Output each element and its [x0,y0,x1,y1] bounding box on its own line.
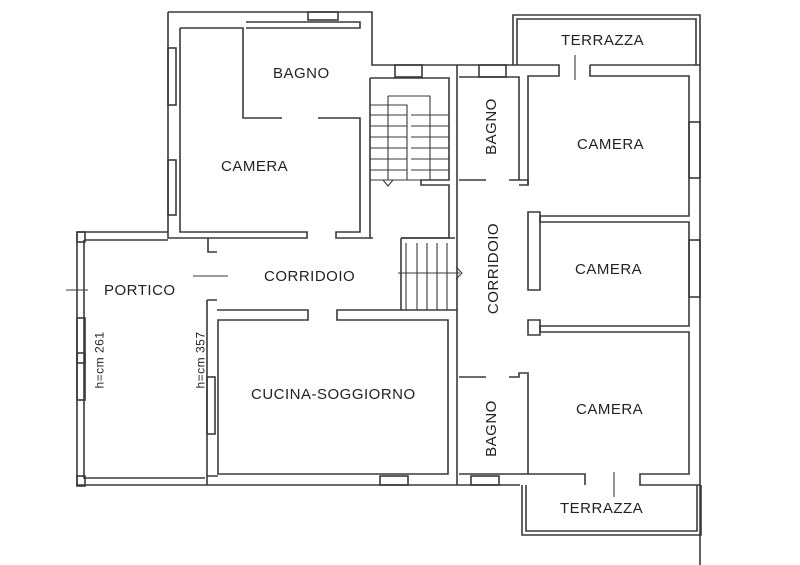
terrazza-bottom [521,485,702,536]
room-label-camera: CAMERA [576,401,644,418]
terrazza-top [512,14,701,65]
room-label-camera: CAMERA [577,136,645,153]
room-label-terrazza: TERRAZZA [561,32,645,49]
dimension-label-portico-height: h=cm 261 [92,331,107,389]
room-label-bagno: BAGNO [482,400,500,457]
room-label-camera: CAMERA [221,158,289,175]
room-label-terrazza: TERRAZZA [560,500,644,517]
room-label-camera: CAMERA [575,261,643,278]
dimension-label-inner-height: h=cm 357 [193,331,208,389]
stairs-lower [398,237,463,310]
room-label-portico: PORTICO [104,282,176,299]
stairs-upper [369,64,450,239]
wall-left-wing-outer [168,11,515,66]
room-label-cucina-soggiorno: CUCINA-SOGGIORNO [251,386,416,403]
wall-cucina [217,309,457,475]
room-label-corridoio: CORRIDOIO [264,268,356,285]
room-label-bagno: BAGNO [273,65,330,82]
room-label-bagno: BAGNO [482,98,500,155]
room-label-corridoio: CORRIDOIO [485,222,503,315]
